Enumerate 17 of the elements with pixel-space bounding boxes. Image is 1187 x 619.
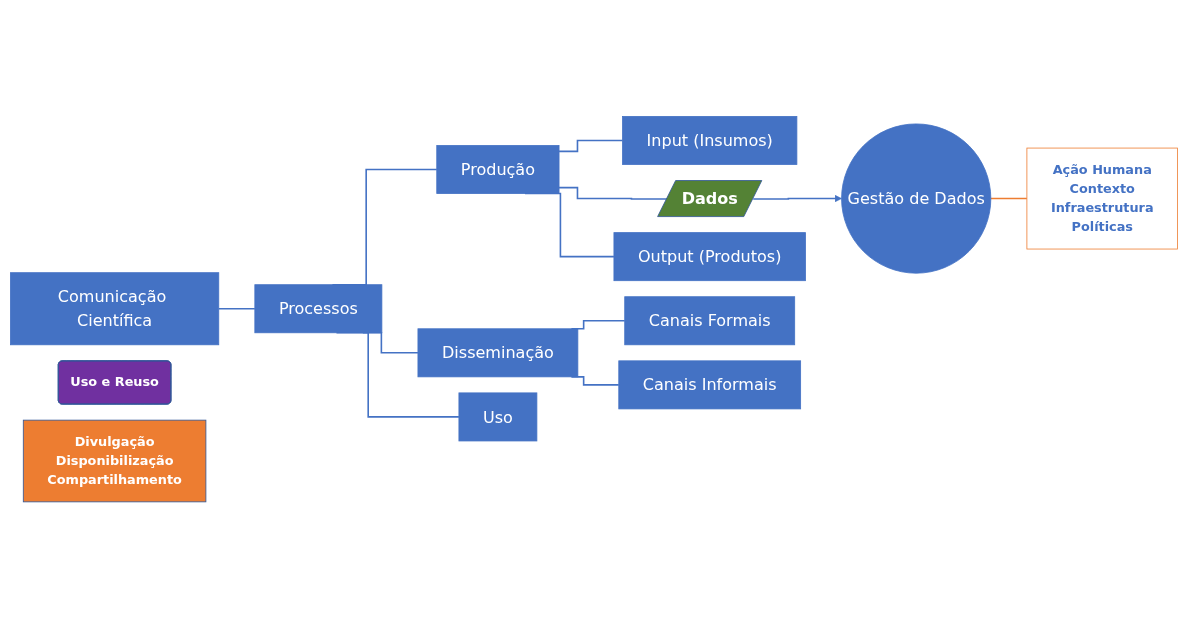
- node-box: Disseminação: [417, 328, 578, 378]
- connector: [217, 308, 256, 310]
- connector: [989, 198, 1028, 200]
- node-box: Comunicação Científica: [9, 272, 219, 346]
- node-box: Uso: [458, 392, 537, 442]
- connector: [557, 140, 623, 153]
- node-box: Divulgação Disponibilização Compartilhamento: [22, 420, 206, 503]
- node-box: Canais Formais: [623, 296, 795, 346]
- node-box: Ação Humana Contexto Infraestrutura Políticas: [1026, 148, 1178, 250]
- node-box: Input (Insumos): [621, 116, 797, 166]
- connector: [557, 187, 668, 201]
- node-box: Produção: [435, 145, 559, 195]
- node-circle: Gestão de Dados: [840, 123, 991, 274]
- node-box: Processos: [253, 284, 382, 334]
- node-box: Canais Informais: [617, 360, 801, 410]
- node-box: Output (Produtos): [613, 232, 806, 282]
- arrow: [751, 195, 842, 203]
